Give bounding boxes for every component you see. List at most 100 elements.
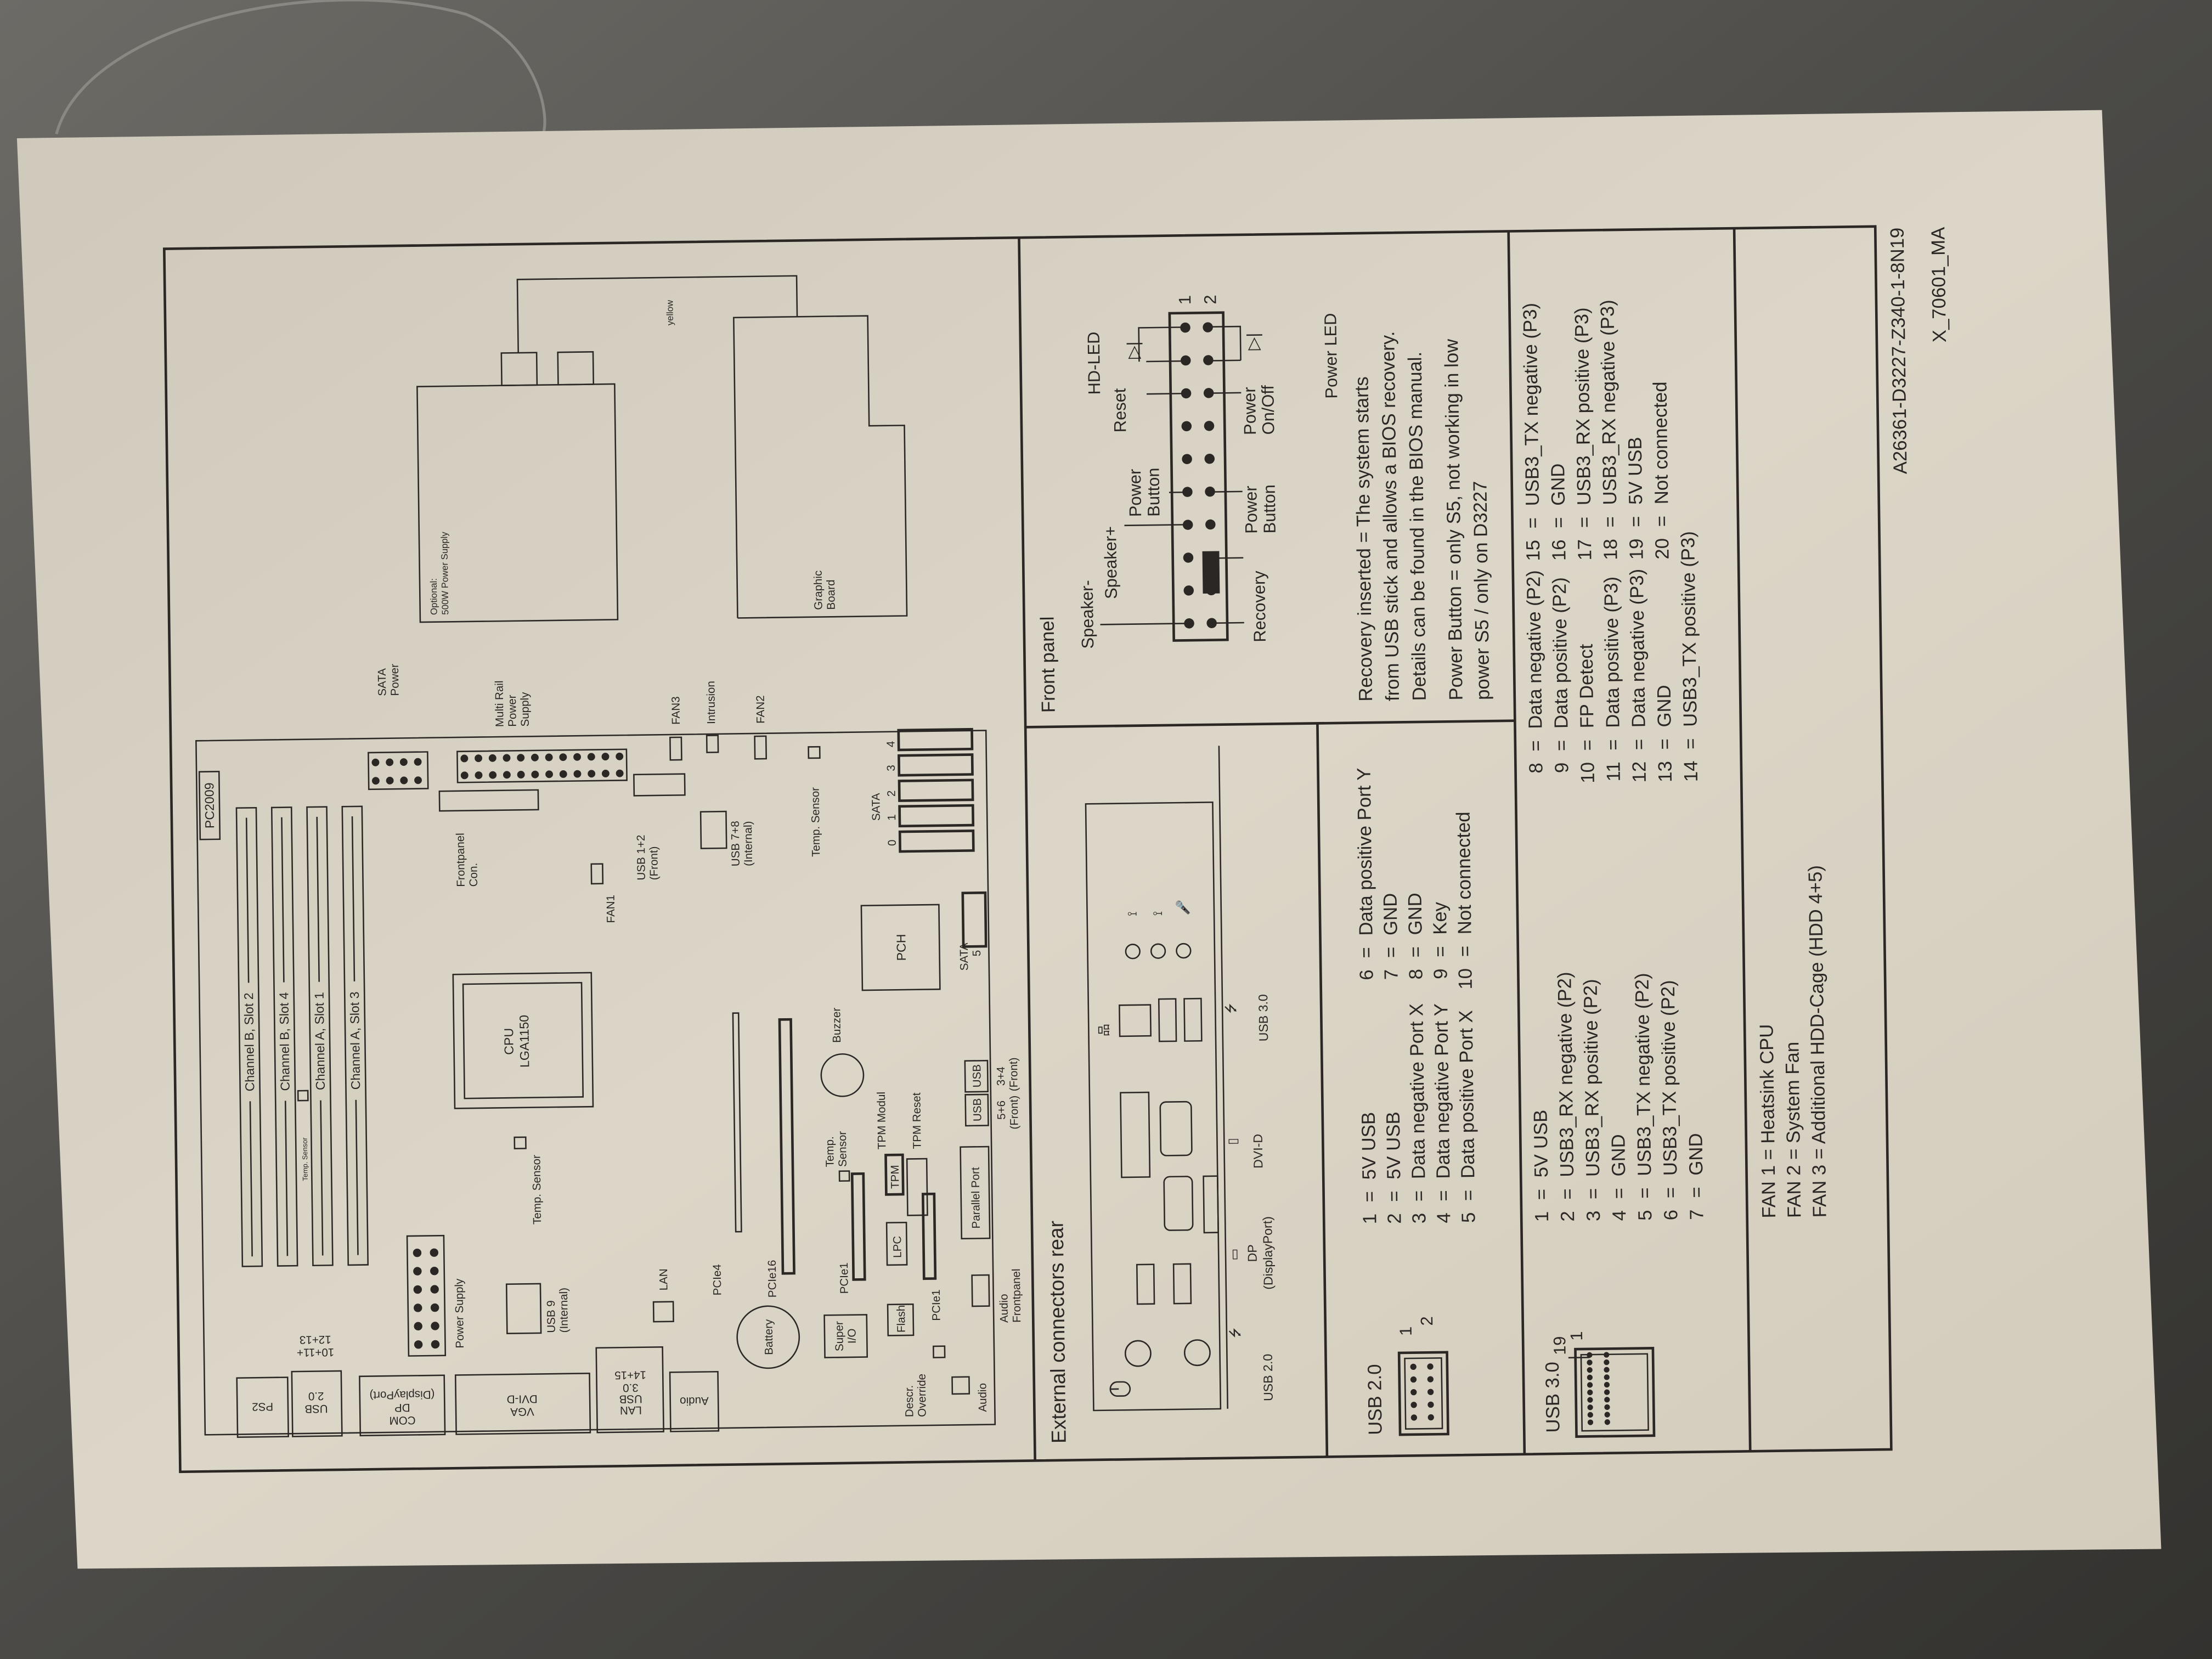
- rear-label-dp: DP: [1245, 1244, 1259, 1262]
- fan1-label: FAN1: [605, 895, 618, 923]
- pin-grid: [1587, 1352, 1610, 1425]
- pin-number: 1: [1175, 295, 1194, 305]
- sata5-label: 5: [970, 950, 983, 957]
- pin-description: GND: [1405, 893, 1426, 935]
- pcie4-label: PCIe4: [711, 1264, 724, 1295]
- equals-sign: =: [1406, 946, 1426, 958]
- multi-rail-connector: [456, 748, 628, 783]
- rear-label-usb20: USB 2.0: [1261, 1354, 1276, 1401]
- cpu-socket-inner: [462, 981, 584, 1099]
- rear-connectors-section: External connectors rear ⟟ ⟟ 🎤 ⭍ ▭ ▯ ⭍: [1045, 746, 1276, 1443]
- pin-number: 16: [1549, 539, 1570, 561]
- pin-number: 2: [1384, 1213, 1405, 1224]
- equals-sign: =: [1458, 1189, 1479, 1201]
- port-ps2-label: PS2: [252, 1400, 273, 1413]
- serial-port: [1163, 1176, 1194, 1231]
- label-speaker-minus: Speaker-: [1077, 580, 1098, 649]
- usb2-header-inner: [1404, 1357, 1443, 1430]
- lead-line: [1100, 623, 1189, 625]
- pin: [559, 770, 567, 778]
- cpu-socket: [452, 972, 594, 1109]
- pin-description: Data positive Port X: [1455, 1010, 1479, 1178]
- fan-description: FAN 1 = Heatsink CPU: [1756, 1024, 1780, 1218]
- pin: [414, 776, 422, 785]
- pin-number: 9: [1430, 968, 1451, 979]
- sata5-label: SATA: [958, 943, 971, 970]
- pin-number: 5: [1458, 1212, 1479, 1223]
- equals-sign: =: [1359, 1191, 1380, 1203]
- lpc-header: [885, 1221, 908, 1266]
- label-hd-led: HD-LED: [1084, 331, 1104, 394]
- label-power-button: Button: [1143, 467, 1163, 517]
- pin-description: Data negative Port X: [1406, 1003, 1429, 1180]
- usb2-header-number: 2: [1417, 1316, 1436, 1326]
- pin: [588, 770, 596, 778]
- fan2-header: [754, 735, 768, 760]
- parallel-port: [960, 1146, 991, 1240]
- pin: [1604, 1352, 1610, 1358]
- pin: [460, 771, 469, 780]
- pin-number: 15: [1523, 540, 1544, 561]
- audio-jack-icon: ⟟: [1125, 911, 1139, 916]
- audio-jack: [1150, 943, 1166, 959]
- equals-sign: =: [1661, 1187, 1681, 1199]
- equals-sign: =: [1526, 740, 1547, 752]
- equals-sign: =: [1409, 1190, 1430, 1202]
- pin: [1587, 1397, 1593, 1403]
- lead-line: [1146, 360, 1186, 363]
- cpu-label: LGA1150: [517, 1015, 532, 1068]
- usb-icon: ⭍: [1228, 1328, 1242, 1339]
- pin-description: USB3_RX positive (P2): [1581, 979, 1604, 1177]
- pin: [431, 1322, 439, 1330]
- pch-label: PCH: [894, 934, 909, 961]
- pin-number: 20: [1652, 538, 1673, 560]
- lead-line: [1124, 524, 1188, 527]
- pcie4-slot: [732, 1012, 742, 1233]
- divider: [1733, 228, 1752, 1452]
- audio-jack: [1125, 944, 1141, 960]
- vga-port: [1159, 1101, 1193, 1156]
- equals-sign: =: [1434, 1190, 1454, 1201]
- pin: [545, 753, 553, 761]
- fan2-label: FAN2: [754, 695, 768, 724]
- graphic-board-label: Board: [825, 579, 838, 610]
- label-power-button: Power: [1125, 469, 1145, 517]
- ram-slot-label: Channel B, Slot 4: [276, 992, 292, 1091]
- equals-sign: =: [1384, 1190, 1405, 1202]
- pin-grid: [371, 758, 422, 785]
- pin: [531, 753, 539, 761]
- buzzer-label: Buzzer: [830, 1007, 843, 1042]
- ps2-port: [1183, 1339, 1211, 1367]
- audio-frontpanel-label: Audio: [997, 1294, 1011, 1323]
- recovery-jumper: [1202, 551, 1220, 594]
- pin: [386, 776, 394, 785]
- usb3-header-number: 19: [1550, 1336, 1569, 1355]
- pin: [1587, 1419, 1594, 1425]
- sata-ports: 0 1 2 3 4: [884, 727, 975, 853]
- pin: [475, 771, 483, 779]
- ram-slots: Channel B, Slot 2 Channel B, Slot 4 Chan…: [235, 805, 369, 1267]
- pin-description: USB3_RX negative (P3): [1597, 300, 1621, 505]
- audio-jack: [1176, 943, 1192, 959]
- equals-sign: =: [1574, 517, 1595, 528]
- rear-port-block: PS2 USB 2.0 10+11+ 12+13 COM DP (Display…: [236, 1333, 720, 1438]
- lan-label: LAN: [657, 1268, 670, 1290]
- equals-sign: =: [1652, 516, 1673, 527]
- label-speaker-plus: Speaker+: [1101, 526, 1121, 599]
- tpm-temp-sensor: [838, 1170, 850, 1182]
- super-io-label: Super: [833, 1321, 846, 1351]
- board-outline: [195, 730, 996, 1436]
- equals-sign: =: [1455, 946, 1476, 957]
- pin: [430, 1248, 439, 1257]
- usb78-label: USB 7+8: [729, 821, 742, 866]
- motherboard-diagram: PC2009 Channel B, Slot 2 Channel B, Slot…: [195, 664, 1023, 1438]
- equals-sign: =: [1626, 516, 1647, 527]
- pin-number: 10: [1577, 762, 1599, 783]
- background-arc: [55, 0, 546, 135]
- sata-power-connector: [368, 751, 429, 791]
- divider: [1025, 719, 1515, 729]
- equals-sign: =: [1686, 1187, 1707, 1198]
- pin-number: 1: [1532, 1211, 1553, 1222]
